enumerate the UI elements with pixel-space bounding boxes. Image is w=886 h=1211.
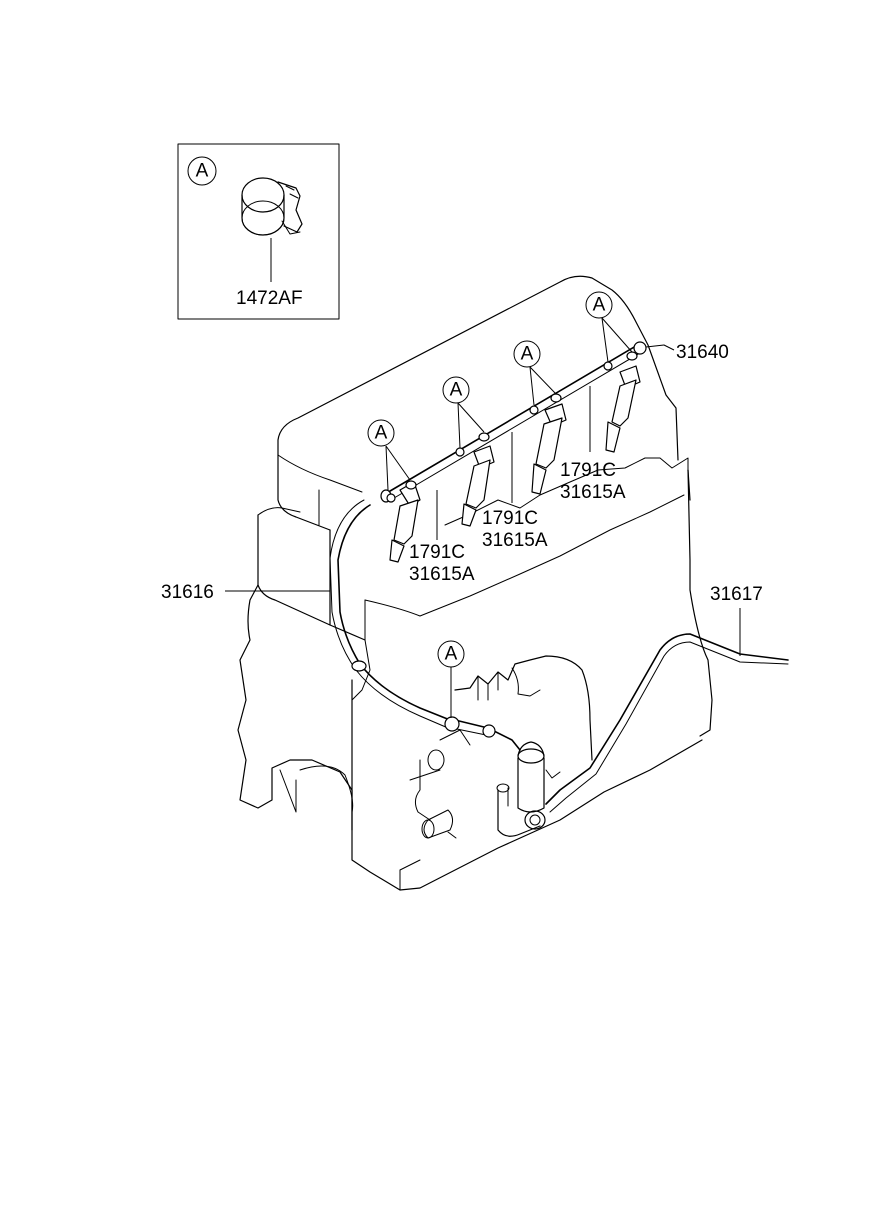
ref-marker-4: A bbox=[585, 291, 633, 363]
svg-text:A: A bbox=[521, 344, 534, 365]
fuel-pump-icon bbox=[496, 741, 546, 837]
label-group-1: 1791C 31615A bbox=[409, 490, 475, 585]
injector-2 bbox=[455, 432, 495, 527]
svg-text:31640: 31640 bbox=[676, 342, 729, 363]
label-group-3: 1791C 31615A bbox=[560, 386, 626, 503]
inset-detail: A 1472AF bbox=[177, 143, 340, 320]
inset-ref-marker: A bbox=[187, 156, 217, 186]
svg-text:1791C: 1791C bbox=[482, 508, 538, 529]
svg-text:A: A bbox=[593, 295, 606, 316]
svg-text:31617: 31617 bbox=[710, 584, 763, 605]
engine-block bbox=[237, 275, 713, 891]
label-31617: 31617 bbox=[710, 584, 763, 656]
label-31616: 31616 bbox=[161, 582, 330, 603]
injector-3 bbox=[529, 393, 567, 495]
inset-frame bbox=[177, 143, 340, 320]
ref-marker-2: A bbox=[442, 376, 485, 449]
svg-text:31615A: 31615A bbox=[482, 530, 548, 551]
svg-text:1791C: 1791C bbox=[409, 542, 465, 563]
ref-marker-1: A bbox=[367, 419, 411, 491]
label-31640: 31640 bbox=[663, 342, 729, 363]
fuel-hoses bbox=[329, 499, 789, 813]
svg-text:31615A: 31615A bbox=[560, 482, 626, 503]
injector-1 bbox=[386, 480, 421, 563]
label-group-2: 1791C 31615A bbox=[482, 432, 548, 551]
svg-text:A: A bbox=[450, 380, 463, 401]
ref-marker-5: A bbox=[437, 640, 465, 718]
svg-text:31616: 31616 bbox=[161, 582, 214, 603]
svg-text:1791C: 1791C bbox=[560, 460, 616, 481]
svg-text:31615A: 31615A bbox=[409, 564, 475, 585]
svg-text:A: A bbox=[445, 644, 458, 665]
injector-4 bbox=[603, 351, 641, 453]
inset-part-number: 1472AF bbox=[236, 288, 303, 309]
inset-ref-letter: A bbox=[196, 161, 209, 182]
ref-marker-3: A bbox=[513, 340, 557, 406]
svg-text:A: A bbox=[375, 423, 388, 444]
fuel-rail bbox=[380, 341, 665, 503]
hose-clamp-icon bbox=[241, 177, 303, 236]
